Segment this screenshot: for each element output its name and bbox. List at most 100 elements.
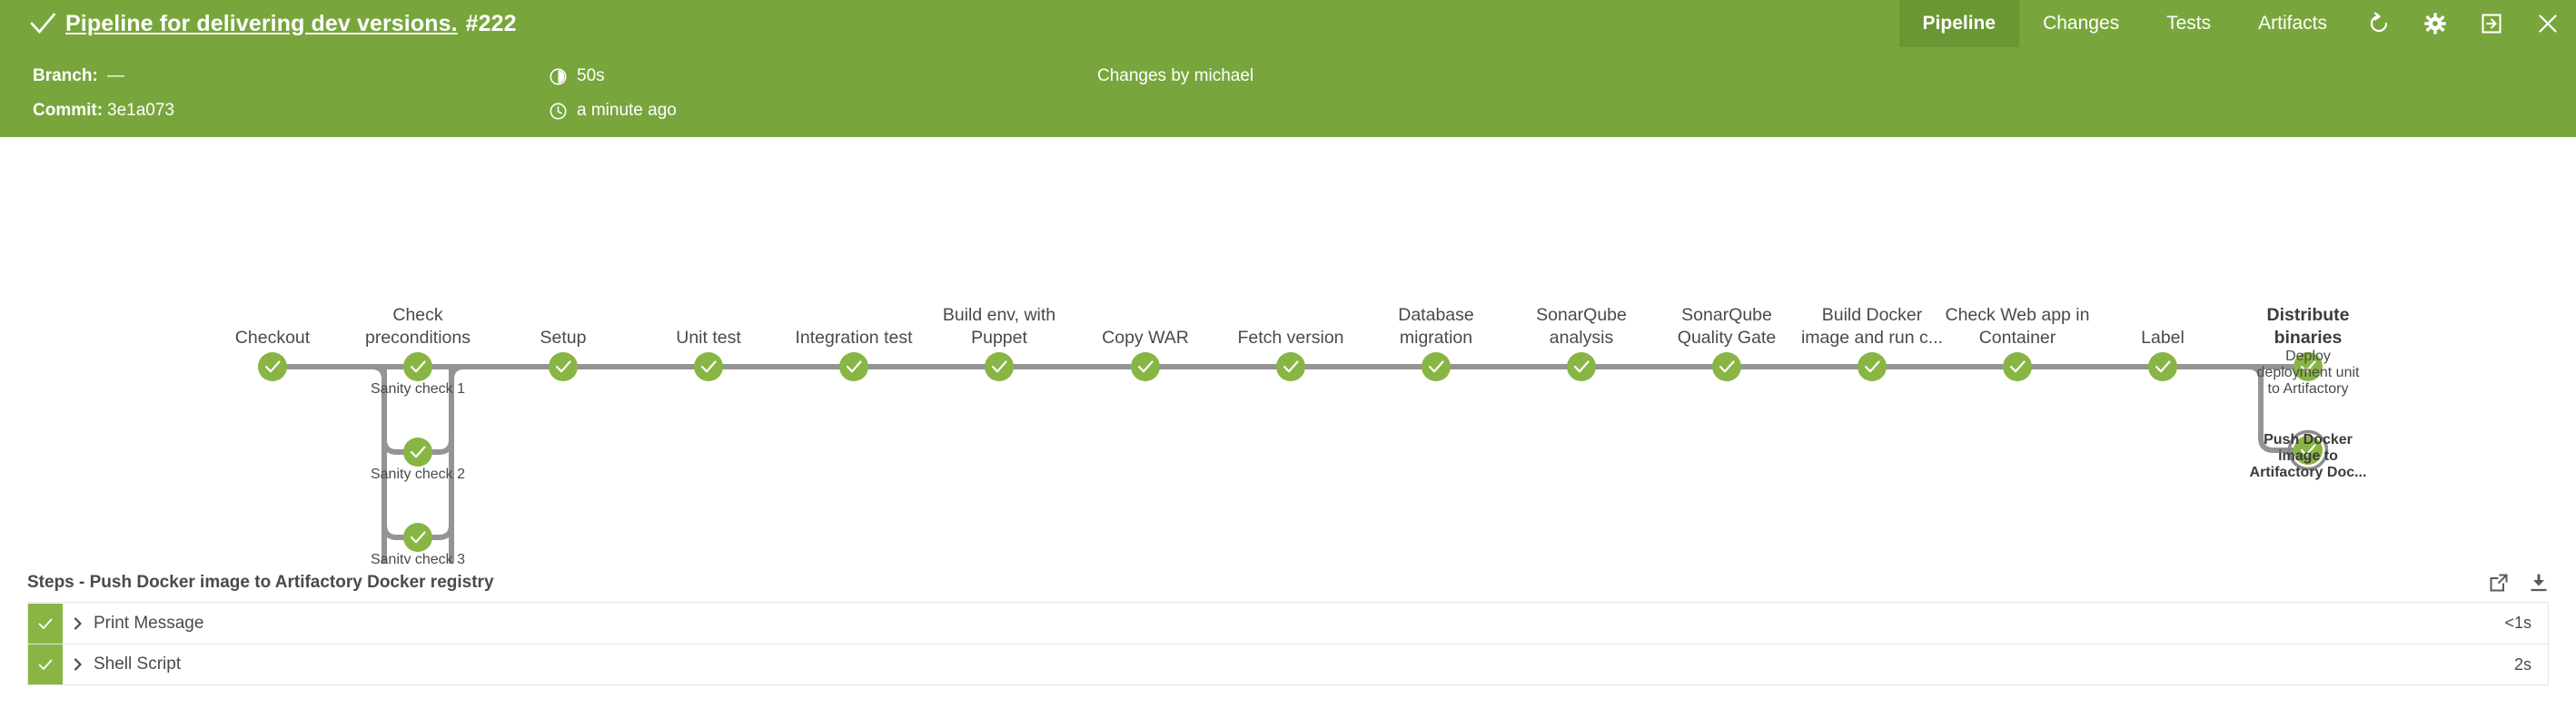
- pipeline-stage-node[interactable]: [839, 352, 868, 381]
- pipeline-stage-node[interactable]: [2003, 352, 2032, 381]
- status-circle: [403, 438, 432, 467]
- branch-value: —: [107, 66, 124, 85]
- check-icon: [2009, 360, 2026, 373]
- steps-title: Steps - Push Docker image to Artifactory…: [27, 573, 494, 592]
- duration-value: 50s: [577, 66, 605, 85]
- step-status-success: [28, 603, 63, 644]
- tab-changes[interactable]: Changes: [2043, 13, 2120, 34]
- check-icon: [846, 360, 862, 373]
- status-circle: [1276, 352, 1305, 381]
- status-circle: [549, 352, 578, 381]
- stage-label: Integration test: [796, 328, 914, 348]
- check-icon: [264, 360, 281, 373]
- pipeline-branch-node[interactable]: [403, 438, 432, 467]
- commit-value[interactable]: 3e1a073: [107, 101, 174, 120]
- step-row[interactable]: Shell Script 2s: [27, 644, 2549, 685]
- pipeline-stage-node[interactable]: [1712, 352, 1741, 381]
- close-icon[interactable]: [2520, 0, 2576, 47]
- nodes-layer: [258, 352, 2329, 552]
- step-name: Print Message: [94, 613, 204, 633]
- chevron-right-icon[interactable]: [63, 616, 94, 630]
- check-icon: [2300, 360, 2316, 373]
- run-header-nav: Pipeline Changes Tests Artifacts: [1898, 0, 2576, 47]
- pipeline-stage-node[interactable]: [985, 352, 1014, 381]
- branch-row: Branch: — 50s Changes by michael: [0, 59, 2576, 93]
- stage-label: Unit test: [676, 328, 741, 348]
- pipeline-stage-node[interactable]: [1131, 352, 1160, 381]
- tab-tests[interactable]: Tests: [2166, 13, 2212, 34]
- check-icon: [991, 360, 1007, 373]
- check-icon: [1573, 360, 1590, 373]
- check-icon: [2300, 444, 2316, 457]
- logout-icon[interactable]: [2463, 0, 2520, 47]
- check-icon: [410, 360, 426, 373]
- status-circle: [1422, 352, 1451, 381]
- pipeline-connector: [449, 364, 509, 382]
- pipeline-stage-node[interactable]: [1422, 352, 1451, 381]
- stage-label: Checkout: [235, 328, 311, 348]
- tab-artifacts[interactable]: Artifacts: [2258, 13, 2327, 34]
- pipeline-branch-node[interactable]: [403, 523, 432, 552]
- pipeline-title-link[interactable]: Pipeline for delivering dev versions.: [65, 10, 458, 36]
- gear-icon[interactable]: [2407, 0, 2463, 47]
- check-icon: [410, 446, 426, 458]
- pipeline-connector: [2258, 368, 2296, 453]
- pipeline-stage-node[interactable]: [694, 352, 723, 381]
- connectors-layer: [284, 364, 2296, 564]
- step-duration: <1s: [2504, 614, 2531, 632]
- pipeline-stage-node[interactable]: [549, 352, 578, 381]
- pipeline-connector: [2149, 364, 2264, 382]
- timeago-block: a minute ago: [550, 101, 677, 121]
- steps-actions: [2489, 564, 2549, 602]
- step-status-success: [28, 644, 63, 684]
- check-icon: [410, 531, 426, 544]
- status-circle: [694, 352, 723, 381]
- rerun-icon[interactable]: [2351, 0, 2407, 47]
- pipeline-branch-node[interactable]: [2287, 429, 2329, 471]
- open-in-new-window-icon[interactable]: [2489, 573, 2509, 593]
- status-circle: [1567, 352, 1596, 381]
- run-metadata: Branch: — 50s Changes by michael Commit:…: [0, 47, 2576, 137]
- status-circle: [1131, 352, 1160, 381]
- stage-label: Label: [2141, 328, 2185, 348]
- chevron-right-icon[interactable]: [63, 658, 94, 671]
- status-circle: [2003, 352, 2032, 381]
- run-header-top: Pipeline for delivering dev versions. #2…: [0, 0, 2576, 47]
- check-icon: [1137, 360, 1154, 373]
- tab-pipeline[interactable]: Pipeline: [1898, 0, 2020, 47]
- status-circle: [403, 523, 432, 552]
- steps-header: Steps - Push Docker image to Artifactory…: [27, 564, 2549, 602]
- check-icon: [1864, 360, 1880, 373]
- pipeline-stage-node[interactable]: [258, 352, 287, 381]
- pipeline-stage-node[interactable]: [1276, 352, 1305, 381]
- branch-label: Sanity check 2: [371, 467, 465, 482]
- timeago-value: a minute ago: [577, 101, 677, 120]
- pipeline-stage-node[interactable]: [1567, 352, 1596, 381]
- pipeline-stage-node[interactable]: [1858, 352, 1887, 381]
- step-row[interactable]: Print Message <1s: [27, 602, 2549, 644]
- pipeline-stage-node[interactable]: [403, 352, 432, 381]
- run-header: Pipeline for delivering dev versions. #2…: [0, 0, 2576, 137]
- status-circle: [403, 352, 432, 381]
- run-title-wrap: Pipeline for delivering dev versions. #2…: [65, 11, 517, 37]
- status-circle: [839, 352, 868, 381]
- status-circle: [2294, 352, 2323, 381]
- pipeline-stage-node[interactable]: [2294, 352, 2323, 381]
- download-logs-icon[interactable]: [2529, 573, 2549, 593]
- stage-label: Copy WAR: [1102, 328, 1189, 348]
- pipeline-stage-node[interactable]: [2148, 352, 2177, 381]
- stopwatch-icon: [550, 68, 567, 85]
- clock-icon: [550, 103, 567, 120]
- check-icon: [1283, 360, 1299, 373]
- status-circle: [2148, 352, 2177, 381]
- commit-label: Commit:: [33, 101, 104, 120]
- pipeline-connector: [327, 364, 387, 382]
